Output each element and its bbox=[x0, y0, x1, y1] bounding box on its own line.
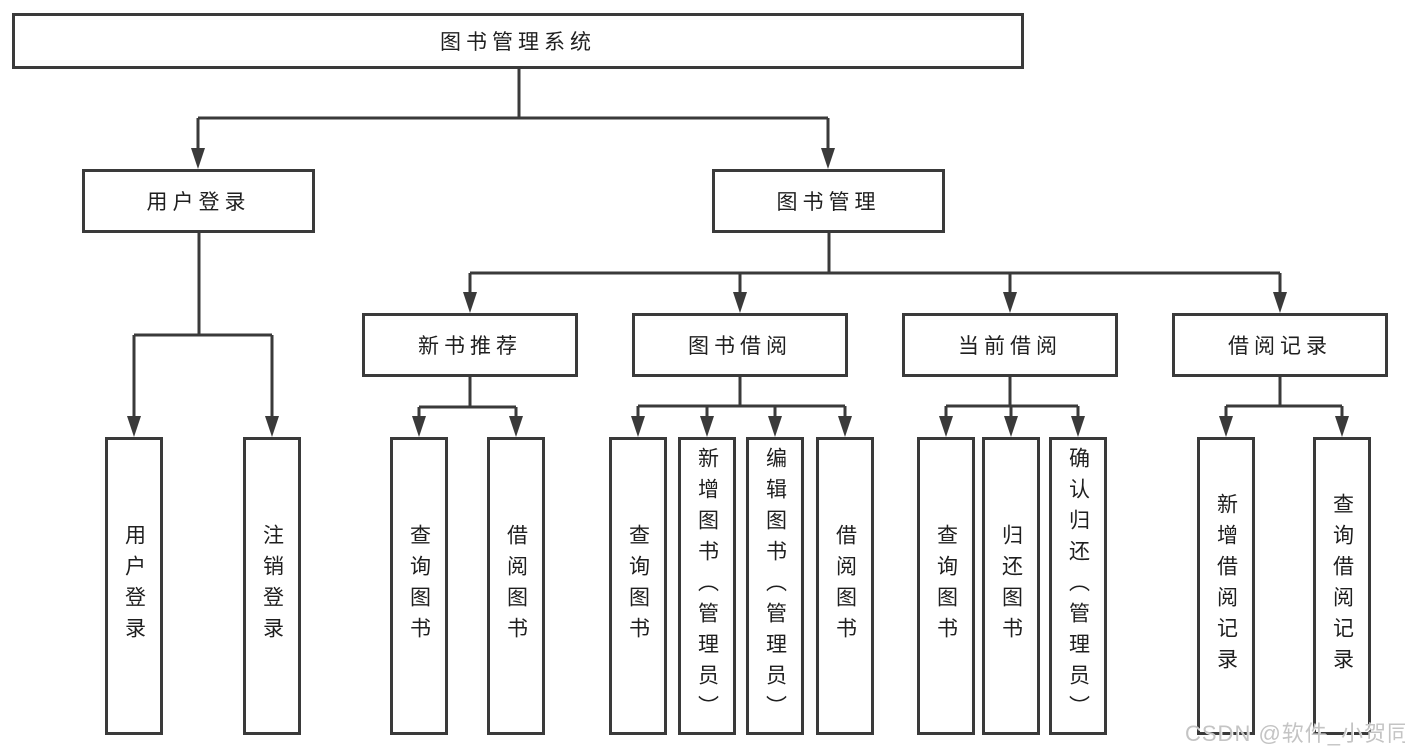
leaf-query-books-borrowing: 查询图书 bbox=[609, 437, 667, 735]
node-book-management-label: 图书管理 bbox=[776, 191, 881, 214]
node-user-login: 用户登录 bbox=[82, 169, 315, 233]
node-borrowing-records: 借阅记录 bbox=[1172, 313, 1388, 377]
leaf-borrow-books-recommend: 借阅图书 bbox=[487, 437, 545, 735]
node-book-management: 图书管理 bbox=[712, 169, 945, 233]
node-borrowing-records-label: 借阅记录 bbox=[1228, 335, 1332, 358]
leaf-query-books-current-label: 查询图书 bbox=[934, 524, 958, 648]
leaf-user-login: 用户登录 bbox=[105, 437, 163, 735]
node-root-label: 图书管理系统 bbox=[440, 31, 596, 54]
leaf-confirm-return-admin: 确认归还（管理员） bbox=[1049, 437, 1107, 735]
leaf-borrow-books-recommend-label: 借阅图书 bbox=[504, 524, 528, 648]
leaf-add-book-admin: 新增图书（管理员） bbox=[678, 437, 736, 735]
leaf-logout-label: 注销登录 bbox=[260, 524, 284, 648]
leaf-add-borrow-record: 新增借阅记录 bbox=[1197, 437, 1255, 735]
node-root: 图书管理系统 bbox=[12, 13, 1024, 69]
leaf-confirm-return-admin-label: 确认归还（管理员） bbox=[1066, 446, 1090, 726]
node-user-login-label: 用户登录 bbox=[146, 191, 251, 214]
leaf-add-book-admin-label: 新增图书（管理员） bbox=[695, 446, 719, 726]
leaf-borrow-books-borrowing: 借阅图书 bbox=[816, 437, 874, 735]
leaf-add-borrow-record-label: 新增借阅记录 bbox=[1214, 493, 1238, 679]
leaf-query-books-recommend-label: 查询图书 bbox=[407, 524, 431, 648]
leaf-user-login-label: 用户登录 bbox=[122, 524, 146, 648]
leaf-query-borrow-record-label: 查询借阅记录 bbox=[1330, 493, 1354, 679]
csdn-watermark: CSDN @软件_小贺同学 bbox=[1185, 721, 1405, 746]
node-book-borrowing-label: 图书借阅 bbox=[688, 335, 792, 358]
leaf-borrow-books-borrowing-label: 借阅图书 bbox=[833, 524, 857, 648]
leaf-query-books-borrowing-label: 查询图书 bbox=[626, 524, 650, 648]
leaf-query-borrow-record: 查询借阅记录 bbox=[1313, 437, 1371, 735]
leaf-query-books-current: 查询图书 bbox=[917, 437, 975, 735]
leaf-logout: 注销登录 bbox=[243, 437, 301, 735]
node-new-book-recommend-label: 新书推荐 bbox=[418, 335, 522, 358]
node-current-borrowing: 当前借阅 bbox=[902, 313, 1118, 377]
leaf-edit-book-admin-label: 编辑图书（管理员） bbox=[763, 446, 787, 726]
leaf-return-books-label: 归还图书 bbox=[999, 524, 1023, 648]
node-book-borrowing: 图书借阅 bbox=[632, 313, 848, 377]
node-current-borrowing-label: 当前借阅 bbox=[958, 335, 1062, 358]
leaf-edit-book-admin: 编辑图书（管理员） bbox=[746, 437, 804, 735]
leaf-query-books-recommend: 查询图书 bbox=[390, 437, 448, 735]
leaf-return-books: 归还图书 bbox=[982, 437, 1040, 735]
node-new-book-recommend: 新书推荐 bbox=[362, 313, 578, 377]
